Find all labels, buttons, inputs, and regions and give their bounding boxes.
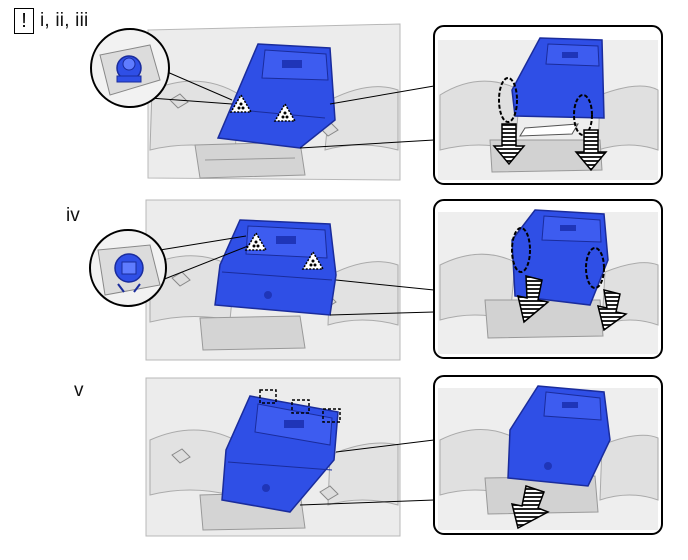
row-2 xyxy=(89,199,663,361)
detail-box-3 xyxy=(433,375,663,535)
clip-marker-1a xyxy=(229,93,253,113)
clip-marker-3a xyxy=(259,389,277,404)
detail-circle-1 xyxy=(90,28,233,108)
clip-marker-1b xyxy=(273,102,297,122)
overhead-console-3 xyxy=(221,395,339,513)
overhead-console-1 xyxy=(216,43,336,149)
step-header-1: ! i, ii, iii xyxy=(14,6,88,36)
detail-box-2 xyxy=(433,199,663,359)
detail-circle-2 xyxy=(89,229,249,307)
step-label-3: v xyxy=(74,380,84,401)
exclamation-box-icon: ! xyxy=(14,8,34,34)
row-1 xyxy=(90,23,663,185)
step-label-2: iv xyxy=(66,205,80,226)
clip-marker-2a xyxy=(244,231,268,251)
step-label-1: i, ii, iii xyxy=(40,10,89,31)
detail-box-1 xyxy=(433,25,663,185)
clip-marker-2b xyxy=(301,250,325,270)
row-3 xyxy=(145,375,663,537)
